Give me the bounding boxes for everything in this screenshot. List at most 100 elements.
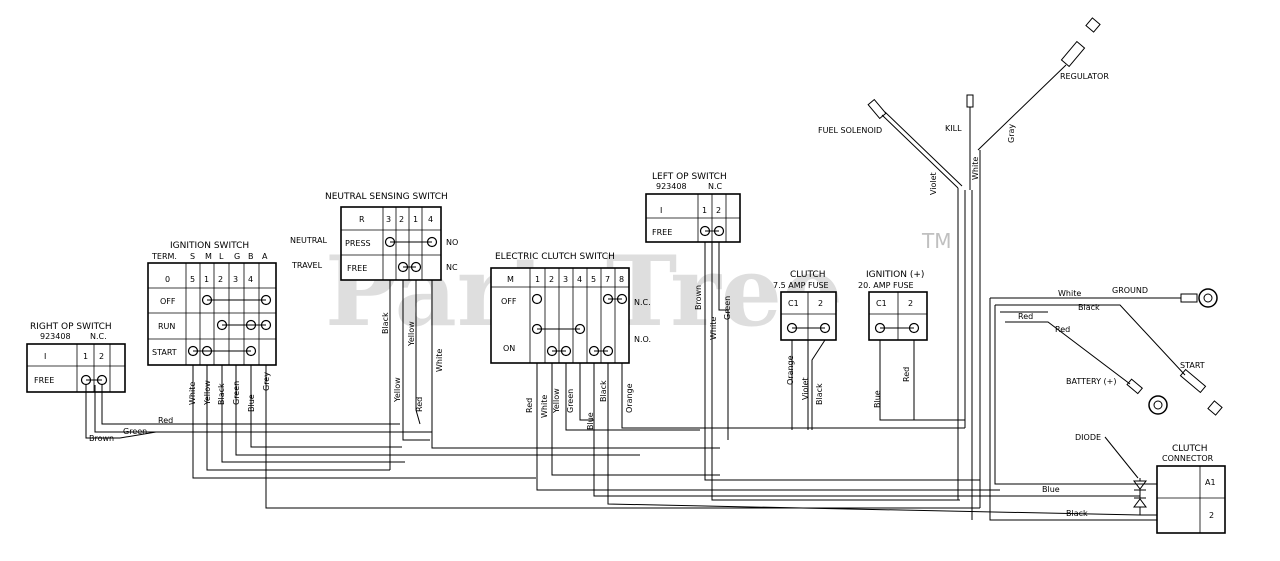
ign-col-3: 3	[233, 275, 238, 284]
ignition-fuse-subtitle: 20. AMP FUSE	[858, 281, 914, 290]
ign-col-2: 2	[218, 275, 223, 284]
white-label: White	[971, 157, 980, 180]
battery-label: BATTERY (+)	[1066, 377, 1116, 386]
kill-label: KILL	[945, 124, 962, 133]
clutch-fuse: CLUTCH 7.5 AMP FUSE C1 2 Orange Violet B…	[773, 270, 837, 405]
left-op-col-1: 1	[702, 206, 707, 215]
ignition-switch: IGNITION SWITCH TERM. S M L G B A 0 5 1 …	[147, 241, 277, 412]
right-op-col-0: I	[44, 352, 46, 361]
ignition-fuse-c1: C1	[876, 299, 887, 308]
clutch-col-m: M	[507, 275, 514, 284]
neutral-col-1: 1	[413, 215, 418, 224]
neutral-switch-title: NEUTRAL SENSING SWITCH	[325, 192, 448, 202]
ignition-switch-title: IGNITION SWITCH	[170, 241, 249, 251]
neutral-wire-red: Red	[415, 397, 424, 412]
clutch-nc-label: N.C.	[634, 298, 651, 307]
connector-a1: A1	[1205, 478, 1216, 487]
neutral-col-3: 3	[386, 215, 391, 224]
harness-red: Red	[158, 416, 173, 425]
neutral-sensing-switch: NEUTRAL SENSING SWITCH R 3 2 1 4 PRESS F…	[290, 192, 458, 412]
ign-col-4: 4	[248, 275, 253, 284]
ign-h-b: B	[248, 252, 254, 261]
left-op-col-2: 2	[716, 206, 721, 215]
right-op-switch-nc: N.C.	[90, 332, 107, 341]
gray-label: Gray	[1007, 124, 1016, 143]
clutch-col-8: 8	[619, 275, 624, 284]
neutral-wire-white: White	[435, 349, 444, 372]
ign-col-5: 5	[190, 275, 195, 284]
neutral-wire-yellow-2: Yellow	[393, 377, 402, 403]
neutral-wire-black: Black	[381, 312, 390, 334]
ignition-fuse: IGNITION (+) 20. AMP FUSE C1 2 Blue Red	[858, 270, 928, 408]
clutch-row-on: ON	[503, 344, 515, 353]
clutch-row-off: OFF	[501, 297, 517, 306]
ign-col-0: 0	[165, 275, 170, 284]
neutral-row-free: FREE	[347, 264, 367, 273]
ign-h-s: S	[190, 252, 195, 261]
harness-red3: Red	[1055, 325, 1070, 334]
harness-black: Black	[1078, 303, 1100, 312]
neutral-wire-yellow: Yellow	[407, 321, 416, 347]
clutch-fuse-wire-orange: Orange	[786, 355, 795, 385]
right-op-switch-part: 923408	[40, 332, 71, 341]
diode-label: DIODE	[1075, 433, 1101, 442]
harness-brown: Brown	[89, 434, 114, 443]
neutral-row-press: PRESS	[345, 239, 371, 248]
ignition-fuse-wire-blue: Blue	[873, 390, 882, 408]
ignition-fuse-title: IGNITION (+)	[866, 270, 924, 280]
ground-label: GROUND	[1112, 286, 1148, 295]
ign-h-a: A	[262, 252, 268, 261]
clutch-wire-black: Black	[599, 380, 608, 402]
clutch-wire-orange: Orange	[625, 383, 634, 413]
ign-row-start: START	[152, 348, 177, 357]
clutch-connector-title: CLUTCH	[1172, 444, 1207, 454]
clutch-fuse-wire-black: Black	[815, 383, 824, 405]
nc-label: NC	[446, 263, 458, 272]
right-op-switch-title: RIGHT OP SWITCH	[30, 322, 112, 332]
watermark-tm: TM	[921, 229, 951, 253]
clutch-wire-blue: Blue	[586, 412, 595, 430]
left-op-col-0: I	[660, 206, 662, 215]
harness-white: White	[1058, 289, 1081, 298]
ignition-fuse-2: 2	[908, 299, 913, 308]
travel-label: TRAVEL	[291, 261, 323, 270]
right-op-col-1: 1	[83, 352, 88, 361]
start-label: START	[1180, 361, 1205, 370]
clutch-col-4: 4	[577, 275, 582, 284]
clutch-col-5: 5	[591, 275, 596, 284]
clutch-switch-title: ELECTRIC CLUTCH SWITCH	[495, 252, 615, 262]
right-op-switch: RIGHT OP SWITCH 923408 N.C. I 1 2 FREE	[26, 322, 126, 393]
engine-components: FUEL SOLENOID KILL REGULATOR Violet Whit…	[818, 17, 1223, 416]
clutch-wire-yellow: Yellow	[552, 388, 561, 414]
left-op-switch-part: 923408	[656, 182, 687, 191]
electric-clutch-switch: ELECTRIC CLUTCH SWITCH M 1 2 3 4 5 7 8 O…	[490, 252, 651, 430]
clutch-fuse-c1: C1	[788, 299, 799, 308]
clutch-col-1: 1	[535, 275, 540, 284]
clutch-fuse-2: 2	[818, 299, 823, 308]
clutch-col-2: 2	[549, 275, 554, 284]
ign-row-off: OFF	[160, 297, 176, 306]
left-op-wire-green: Green	[723, 296, 732, 320]
clutch-connector: CLUTCH CONNECTOR A1 2 DIODE Blue Black	[1042, 433, 1226, 534]
neutral-col-2: 2	[399, 215, 404, 224]
left-op-switch-nc: N.C	[708, 182, 723, 191]
ign-h-m: M	[205, 252, 212, 261]
clutch-fuse-subtitle: 7.5 AMP FUSE	[773, 281, 829, 290]
fuel-solenoid-label: FUEL SOLENOID	[818, 126, 882, 135]
violet-label: Violet	[929, 172, 938, 195]
harness-red2: Red	[1018, 312, 1033, 321]
neutral-col-4: 4	[428, 215, 433, 224]
left-op-switch: LEFT OP SWITCH 923408 N.C I 1 2 FREE Bro…	[645, 172, 741, 340]
ign-row-run: RUN	[158, 322, 175, 331]
clutch-fuse-wire-violet: Violet	[801, 377, 810, 400]
clutch-col-3: 3	[563, 275, 568, 284]
wire-harness: White Black Red Red Red Green Brown	[85, 150, 1186, 521]
ignition-fuse-wire-red: Red	[902, 367, 911, 382]
neutral-col-r: R	[359, 215, 365, 224]
ign-term: TERM.	[151, 252, 177, 261]
clutch-col-7: 7	[605, 275, 610, 284]
ign-col-1: 1	[204, 275, 209, 284]
clutch-wire-white: White	[540, 395, 549, 418]
regulator-label: REGULATOR	[1060, 72, 1109, 81]
